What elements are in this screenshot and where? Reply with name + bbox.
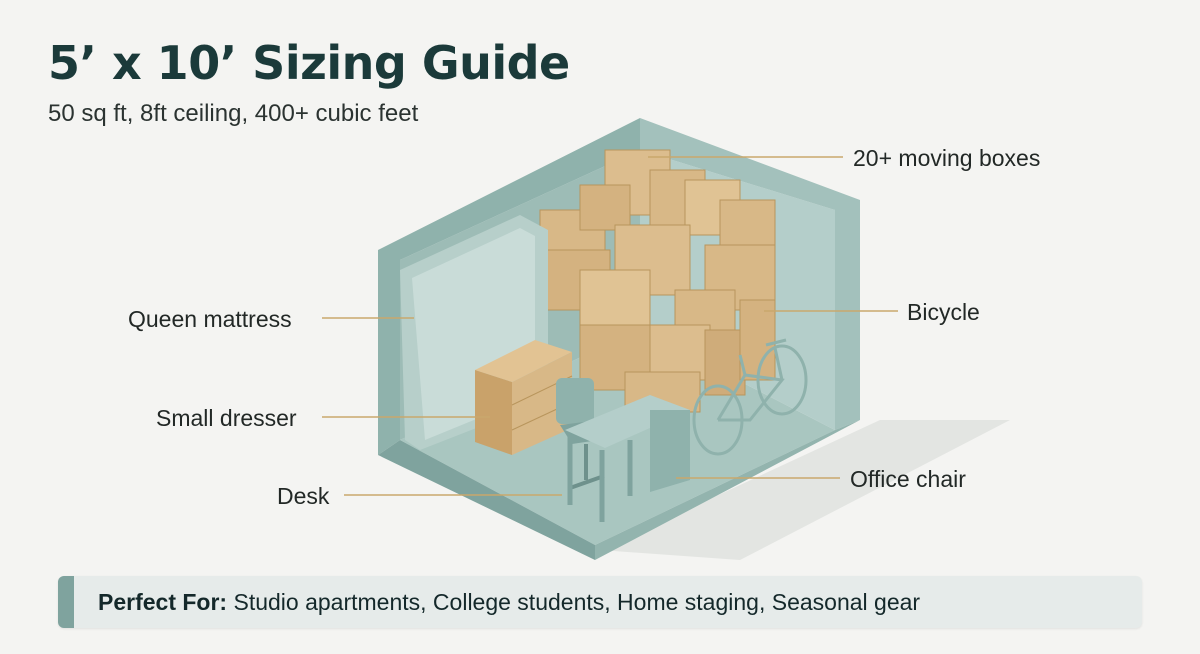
- label-moving-boxes: 20+ moving boxes: [853, 145, 1041, 171]
- banner-text: Perfect For: Studio apartments, College …: [98, 576, 920, 628]
- desk: [565, 395, 690, 522]
- label-bicycle: Bicycle: [907, 299, 980, 325]
- page-title: 5’ x 10’ Sizing Guide: [48, 36, 570, 90]
- banner-uses: Studio apartments, College students, Hom…: [233, 589, 921, 615]
- label-queen-mattress: Queen mattress: [128, 306, 292, 332]
- bicycle: [692, 338, 808, 456]
- callout-leaders: [322, 156, 898, 496]
- box: [579, 269, 651, 331]
- box: [739, 299, 776, 381]
- label-office-chair: Office chair: [850, 466, 966, 492]
- unit-front-right-edge: [595, 420, 860, 560]
- label-small-dresser: Small dresser: [156, 405, 297, 431]
- box: [579, 184, 631, 231]
- label-desk: Desk: [277, 483, 330, 509]
- moving-boxes: [539, 149, 776, 413]
- banner-accent-bar: [58, 576, 74, 628]
- dresser: [475, 340, 573, 455]
- page-subtitle: 50 sq ft, 8ft ceiling, 400+ cubic feet: [48, 100, 419, 127]
- unit-right-rim: [640, 118, 860, 430]
- banner-label: Perfect For:: [98, 589, 228, 615]
- perfect-for-banner: Perfect For: Studio apartments, College …: [58, 576, 1142, 628]
- unit-front-left-edge: [378, 440, 595, 560]
